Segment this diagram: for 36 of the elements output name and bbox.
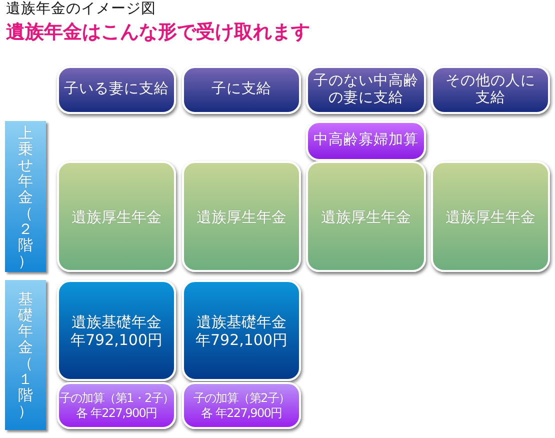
pension-block: [182, 161, 301, 272]
supplement-text: 子の加算（第1・2子）: [59, 390, 174, 406]
supplement-text: 各 年227,900円: [201, 406, 282, 420]
tier-band: [5, 280, 46, 430]
pension-text: 遺族基礎年金: [72, 312, 162, 330]
headline: 遺族年金はこんな形で受け取れます: [6, 20, 310, 44]
recipient-header: [306, 66, 426, 114]
pension-block: [182, 280, 301, 381]
recipient-header: [431, 66, 550, 114]
tier-band: [5, 121, 46, 272]
supplement-text: 子の加算（第2子）: [193, 390, 290, 406]
supplement-text: 中高齢寡婦加算: [314, 132, 418, 150]
tier-label: 上乗せ年金（２階）: [18, 124, 34, 268]
recipient-header: [57, 66, 176, 114]
header-text: 子のない中高齢の妻に支給: [312, 72, 420, 108]
pension-block: [431, 161, 550, 272]
pension-text: 遺族厚生年金: [196, 208, 286, 226]
pension-text: 遺族厚生年金: [321, 208, 411, 226]
pension-text: 遺族厚生年金: [446, 208, 536, 226]
pension-block: [57, 161, 176, 272]
recipient-header: [182, 66, 301, 114]
pension-text: 遺族基礎年金: [196, 312, 286, 330]
pension-block: [306, 161, 426, 272]
pension-text: 年792,100円: [70, 330, 163, 348]
supplement-block: [182, 382, 301, 429]
pension-text: 年792,100円: [195, 330, 288, 348]
supplement-block: [57, 382, 176, 429]
tier-label: 基礎年金（１階）: [18, 291, 34, 419]
pension-text: 遺族厚生年金: [72, 208, 162, 226]
supplement-block: [306, 121, 426, 161]
header-text: 子いる妻に支給: [64, 81, 169, 99]
page-title: 遺族年金のイメージ図: [6, 0, 156, 19]
pension-block: [57, 280, 176, 381]
header-text: 子に支給: [212, 81, 272, 99]
supplement-text: 各 年227,900円: [76, 406, 157, 420]
header-text: その他の人に支給: [444, 72, 536, 108]
